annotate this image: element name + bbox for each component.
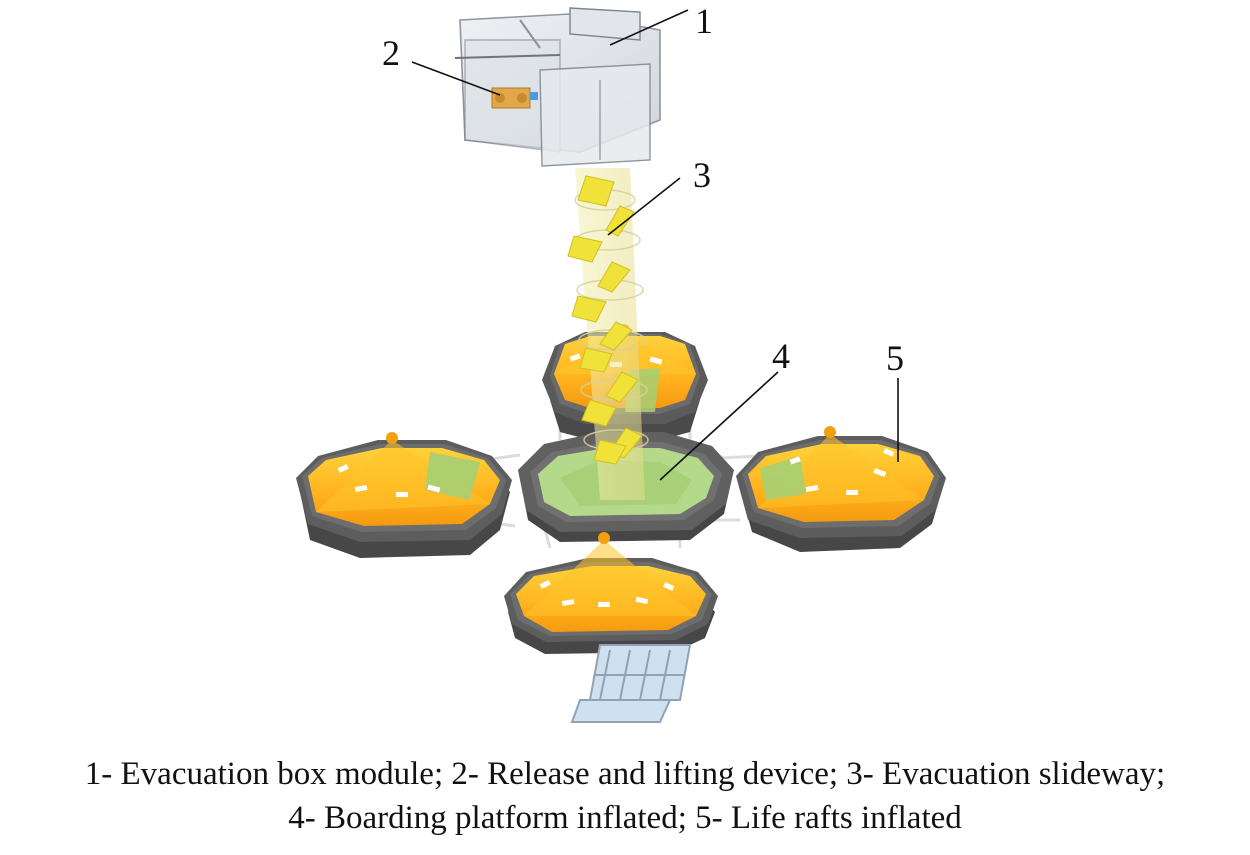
callout-4: 4 [772, 336, 790, 376]
base-frame [570, 644, 692, 723]
callouts: 1 2 3 4 5 [382, 1, 904, 481]
life-raft-left [296, 432, 512, 558]
callout-1: 1 [695, 1, 713, 41]
evacuation-box-module [454, 7, 661, 167]
evacuation-slideway [567, 168, 649, 500]
release-and-lifting-device [491, 87, 538, 109]
callout-5: 5 [886, 338, 904, 378]
caption-line-1: 1- Evacuation box module; 2- Release and… [84, 756, 1166, 792]
life-raft-front [504, 532, 718, 654]
life-raft-right [736, 426, 946, 552]
caption-line-2: 4- Boarding platform inflated; 5- Life r… [288, 800, 962, 836]
evacuation-system-illustration: 1 2 3 4 5 [296, 1, 946, 723]
figure-caption: 1- Evacuation box module; 2- Release and… [0, 752, 1250, 840]
callout-2: 2 [382, 33, 400, 73]
callout-3: 3 [693, 155, 711, 195]
